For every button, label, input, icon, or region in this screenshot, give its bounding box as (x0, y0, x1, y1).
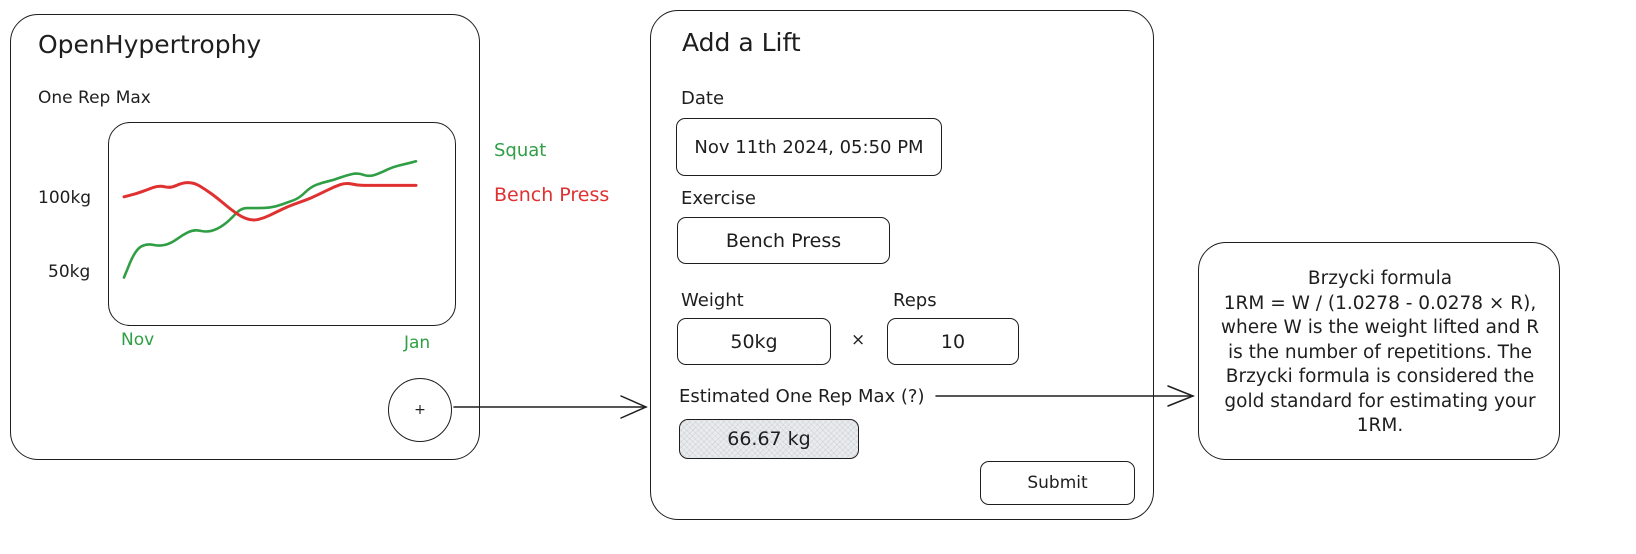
tooltip-line: where W is the weight lifted and R (1220, 317, 1540, 338)
brzycki-tooltip (1198, 242, 1560, 460)
exercise-select[interactable]: Bench Press (677, 217, 890, 264)
y-tick-label-50kg: 50kg (48, 262, 91, 282)
arrowhead-to-form (620, 395, 648, 419)
legend-bench-press: Bench Press (494, 184, 610, 206)
estimate-output: 66.67 kg (679, 419, 859, 459)
chart-frame (108, 122, 456, 326)
estimate-label[interactable]: Estimated One Rep Max (?) (679, 386, 925, 407)
form-title: Add a Lift (682, 28, 801, 57)
exercise-label: Exercise (681, 188, 756, 209)
series-line-squat (122, 160, 418, 279)
times-symbol: × (851, 330, 866, 350)
reps-label: Reps (893, 290, 937, 311)
x-tick-label-nov: Nov (121, 330, 155, 350)
legend-squat: Squat (494, 140, 547, 161)
series-line-bench-press (122, 181, 418, 222)
date-label: Date (681, 88, 725, 109)
x-tick-label-jan: Jan (404, 333, 431, 353)
date-field[interactable]: Nov 11th 2024, 05:50 PM (676, 118, 942, 176)
reps-input[interactable]: 10 (887, 318, 1019, 365)
arrowhead-to-tooltip (1167, 385, 1196, 407)
tooltip-line: Brzycki formula is considered the (1225, 366, 1535, 387)
y-tick-label-100kg: 100kg (38, 188, 92, 208)
chart-heading: One Rep Max (38, 88, 151, 108)
tooltip-line: gold standard for estimating your (1224, 390, 1536, 412)
app-title: OpenHypertrophy (38, 30, 262, 59)
weight-label: Weight (681, 290, 744, 311)
one-rep-max-chart (122, 160, 418, 279)
tooltip-line: is the number of repetitions. The (1227, 341, 1533, 363)
weight-input[interactable]: 50kg (677, 318, 831, 365)
brzycki-tooltip-text: Brzycki formula 1RM = W / (1.0278 - 0.02… (1205, 267, 1555, 439)
tooltip-line: 1RM. (1356, 415, 1404, 436)
tooltip-line: Brzycki formula (1307, 268, 1453, 289)
submit-button[interactable]: Submit (980, 461, 1135, 505)
tooltip-line: 1RM = W / (1.0278 - 0.0278 × R), (1223, 292, 1537, 314)
plus-icon: + (414, 402, 426, 418)
add-lift-button[interactable]: + (388, 378, 452, 442)
